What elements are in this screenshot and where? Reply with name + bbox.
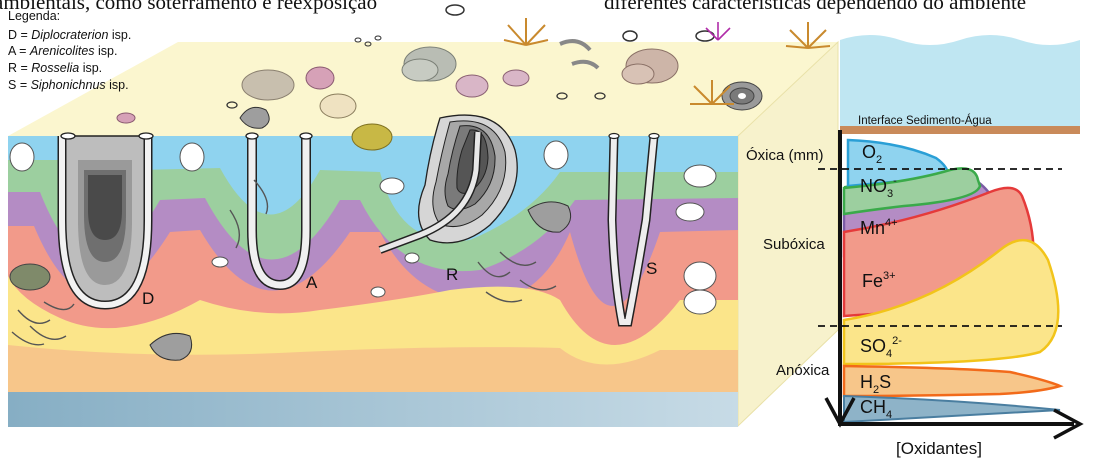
legend: Legenda: D = Diplocraterion isp. A = Are… — [8, 9, 131, 92]
legend-item-a: A = Arenicolites isp. — [8, 44, 117, 58]
burrow-label-a: A — [306, 273, 318, 292]
burrow-diplocraterion — [61, 133, 153, 305]
legend-title: Legenda: — [8, 9, 60, 23]
burrow-label-s: S — [646, 259, 657, 278]
oxidant-axis-label: [Oxidantes] — [896, 439, 982, 458]
zone-label-anoxic: Anóxica — [776, 362, 830, 379]
burrow-label-d: D — [142, 289, 154, 308]
water-column — [840, 35, 1080, 126]
zone-label-oxic: Óxica (mm) — [746, 147, 824, 164]
legend-item-d: D = Diplocraterion isp. — [8, 28, 131, 42]
burrow-label-r: R — [446, 265, 458, 284]
legend-item-r: R = Rosselia isp. — [8, 61, 102, 75]
zone-label-suboxic: Subóxica — [763, 236, 825, 253]
interface-label: Interface Sedimento-Água — [858, 114, 992, 127]
legend-item-s: S = Siphonichnus isp. — [8, 78, 129, 92]
header-fragment-right: diferentes características dependendo do… — [604, 0, 1026, 14]
sediment-water-interface-bar — [840, 126, 1080, 134]
